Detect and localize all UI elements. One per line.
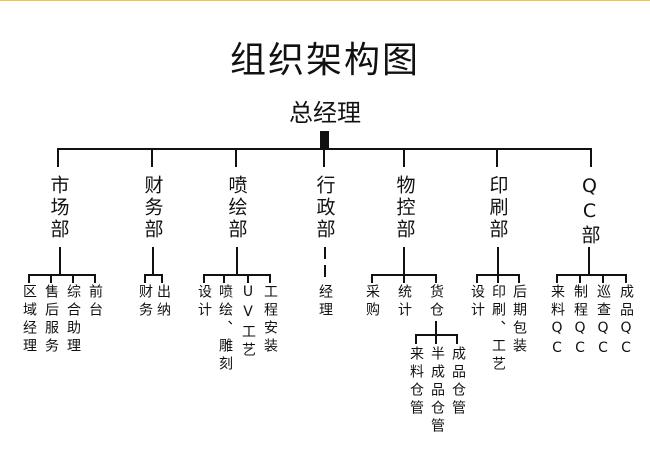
dept-marketing: 市场部 — [47, 175, 70, 241]
dept-admin: 行政部 — [313, 175, 336, 241]
ceo-node: 总经理 — [289, 99, 361, 127]
role-node: 采购 — [364, 284, 380, 320]
role-node: 半成品仓管 — [429, 346, 445, 436]
sub-connectors — [28, 247, 627, 344]
role-node: 区域经理 — [21, 284, 37, 356]
role-node: 成品QC — [618, 284, 634, 360]
role-node: 后期包装 — [511, 284, 527, 356]
role-node: 成品仓管 — [450, 346, 466, 418]
role-node: 财务 — [137, 284, 153, 320]
role-node: 喷绘、雕刻 — [217, 284, 233, 374]
role-node: 设计 — [469, 284, 485, 320]
role-node: 前台 — [87, 284, 103, 320]
role-node: 出纳 — [155, 284, 171, 320]
role-node: UV工艺 — [240, 284, 256, 360]
role-node: 来料QC — [549, 284, 565, 360]
role-node: 统计 — [396, 284, 412, 320]
dept-print: 印刷部 — [486, 175, 509, 241]
role-node: 设计 — [196, 284, 212, 320]
role-node: 制程QC — [572, 284, 588, 360]
role-node: 经理 — [317, 284, 333, 320]
dept-printing-spray: 喷绘部 — [225, 175, 248, 241]
dept-qc: QC部 — [578, 175, 601, 247]
role-node: 来料仓管 — [408, 346, 424, 418]
role-node: 工程安装 — [262, 284, 278, 356]
role-node-warehouse: 货仓 — [428, 284, 444, 320]
role-node: 印刷、工艺 — [490, 284, 506, 374]
dept-finance: 财务部 — [141, 175, 164, 241]
role-node: 综合助理 — [65, 284, 81, 356]
dept-drops — [57, 148, 592, 167]
chart-title: 组织架构图 — [229, 40, 420, 81]
dept-materials: 物控部 — [393, 175, 416, 241]
role-node: 售后服务 — [43, 284, 59, 356]
role-node: 巡查QC — [595, 284, 611, 360]
ceo-connector-block — [320, 131, 329, 149]
